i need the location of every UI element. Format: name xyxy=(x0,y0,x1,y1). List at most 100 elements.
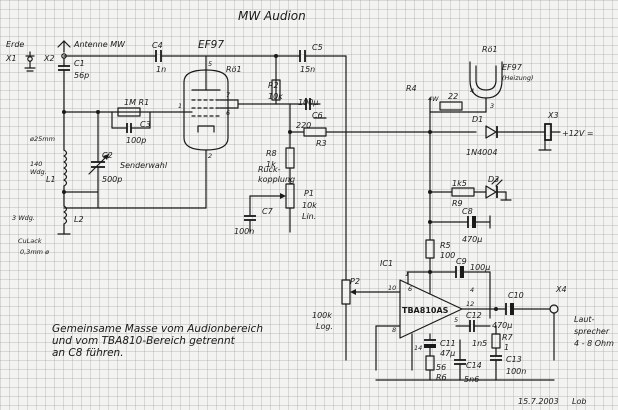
heater-pin4: 4 xyxy=(470,87,474,95)
coil-windings: 140 xyxy=(30,160,42,168)
power-jack-x3 xyxy=(538,123,561,151)
r5-value: 100 xyxy=(440,251,455,260)
speaker-label-1: Laut- xyxy=(574,315,595,324)
c2-value: 500p xyxy=(102,175,122,184)
tube-heater xyxy=(469,61,503,99)
r8-resistor xyxy=(285,147,295,169)
ic-pin4: 4 xyxy=(470,286,474,294)
d1-value: 1N4004 xyxy=(466,148,497,157)
date-label: 15.7.2003 xyxy=(518,397,559,406)
c6-value: 100µ xyxy=(298,98,318,107)
x3-label: X3 xyxy=(547,111,559,120)
rueck-label: Rück- xyxy=(258,165,281,174)
c12-label: C12 xyxy=(466,311,482,320)
supply-label: +12V = xyxy=(562,129,594,138)
r4-watt: 4W xyxy=(428,95,439,103)
p2-value: 100k xyxy=(312,311,332,320)
speaker-label-3: 4 - 8 Ohm xyxy=(574,339,614,348)
c7-label: C7 xyxy=(262,207,274,216)
ic-pin12: 12 xyxy=(466,300,474,308)
c9-label: C9 xyxy=(456,257,467,266)
r9-label: R9 xyxy=(452,199,463,208)
pin1-label: 1 xyxy=(178,102,182,110)
c11-label: C11 xyxy=(440,339,456,348)
r7-resistor xyxy=(491,333,501,349)
c11-plate-bottom xyxy=(424,344,436,348)
kopplung-label: kopplung xyxy=(258,175,295,184)
pin2-label: 2 xyxy=(208,152,212,160)
c14-label: C14 xyxy=(466,361,482,370)
c3-value: 100p xyxy=(126,136,146,145)
pin5-label: 5 xyxy=(208,60,212,68)
ro1-heater-label: Rö1 xyxy=(482,45,498,54)
heater-pin3: 3 xyxy=(490,102,494,110)
r9-resistor xyxy=(451,187,475,197)
coil-wdg: Wdg. xyxy=(30,168,47,176)
p2-type: Log. xyxy=(316,322,333,331)
c8-label: C8 xyxy=(462,207,473,216)
r4-value: 22 xyxy=(448,92,458,101)
c4-label: C4 xyxy=(152,41,163,50)
x1-label: X1 xyxy=(5,54,17,63)
r6-resistor xyxy=(425,355,435,371)
ef97-heater-label: EF97 xyxy=(502,63,523,72)
ic-pin6: 6 xyxy=(408,285,412,293)
heizung-label: (Heizung) xyxy=(502,74,534,82)
c10-value: 470µ xyxy=(492,321,512,330)
p1-label: P1 xyxy=(304,189,314,198)
r2-value: 10k xyxy=(268,92,283,101)
c9-value: 100µ xyxy=(470,263,490,272)
x2-label: X2 xyxy=(43,54,55,63)
c12-value: 1n5 xyxy=(472,339,487,348)
culack-size: 0,3mm ø xyxy=(20,248,50,256)
x4-label: X4 xyxy=(555,285,567,294)
l1-label: L1 xyxy=(46,175,56,184)
earth-terminal-x1 xyxy=(24,51,36,72)
p1-type: Lin. xyxy=(302,212,316,221)
r1-label: 1M R1 xyxy=(124,98,149,107)
c7-value: 100n xyxy=(234,227,254,236)
r8-label: R8 xyxy=(266,149,277,158)
r4-label: R4 xyxy=(406,84,417,93)
r2-label: R2 xyxy=(268,81,279,90)
r3-value: 220 xyxy=(296,121,311,130)
schematic-title: MW Audion xyxy=(238,9,306,23)
l2-label: L2 xyxy=(74,215,84,224)
c9-plate-right xyxy=(460,266,464,278)
r6-label: R6 xyxy=(436,373,447,382)
erde-label: Erde xyxy=(6,40,24,49)
coil-l2 xyxy=(63,205,68,225)
d3-label: D3 xyxy=(488,175,499,184)
ic-type-label: TBA810AS xyxy=(402,306,449,315)
c13-label: C13 xyxy=(506,355,522,364)
pin7-label: 7 xyxy=(226,91,231,99)
c5-label: C5 xyxy=(312,43,323,52)
speaker-x4 xyxy=(549,304,559,361)
antenne-label: Antenne MW xyxy=(73,40,126,49)
coil-diameter: ø25mm xyxy=(29,135,55,143)
p1-potentiometer xyxy=(285,183,295,209)
diode-d1 xyxy=(485,125,498,139)
p2-label: P2 xyxy=(350,277,360,286)
c4-value: 1n xyxy=(156,65,166,74)
r6-value: 56 xyxy=(436,363,446,372)
ic-pin10: 10 xyxy=(388,284,396,292)
ef97-label: EF97 xyxy=(198,39,224,51)
coil-l1 xyxy=(63,149,68,187)
ic-pin5: 5 xyxy=(454,316,458,324)
ro1-label: Rö1 xyxy=(226,65,242,74)
signature-label: Lob xyxy=(572,397,586,406)
c8-value: 470µ xyxy=(462,235,482,244)
c10-plate-right xyxy=(510,303,514,315)
ic-pin8: 8 xyxy=(392,326,396,334)
senderwahl-label: Senderwahl xyxy=(120,161,168,170)
ic-pin1: 1 xyxy=(405,270,409,278)
c3-label: C3 xyxy=(140,120,151,129)
r9-value: 1k5 xyxy=(452,179,467,188)
p1-value: 10k xyxy=(302,201,317,210)
r4-resistor xyxy=(439,101,463,111)
r5-resistor xyxy=(425,239,435,259)
r3-label: R3 xyxy=(316,139,327,148)
c13-value: 100n xyxy=(506,367,526,376)
pin6-label: 6 xyxy=(226,109,230,117)
